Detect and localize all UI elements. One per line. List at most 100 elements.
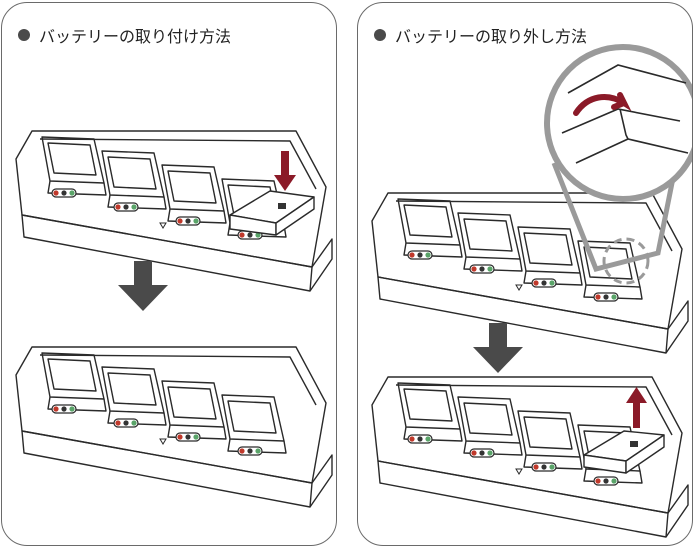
led-red — [595, 478, 601, 484]
led-red — [239, 232, 245, 238]
led-red — [471, 266, 477, 272]
slot-inner — [583, 246, 633, 280]
charger-front — [377, 276, 669, 354]
led-center — [417, 436, 423, 442]
marker-triangle — [515, 284, 523, 291]
charger-bottom — [371, 376, 689, 538]
led-center — [247, 448, 253, 454]
battery-label — [278, 203, 286, 209]
down-flow-arrow-icon — [118, 261, 168, 311]
release-arrow-icon — [573, 92, 632, 116]
led-green — [611, 294, 617, 300]
remove-panel: バッテリーの取り外し方法 — [357, 2, 693, 546]
charger-side — [665, 300, 689, 354]
zoom-slot — [561, 108, 681, 134]
marker-triangle — [159, 438, 167, 445]
slot-inner — [47, 358, 97, 392]
down-flow-arrow-icon — [473, 323, 523, 373]
slot-lip — [403, 242, 463, 258]
led-red — [53, 190, 59, 196]
attach-panel: バッテリーの取り付け方法 — [1, 2, 337, 546]
led-red — [177, 218, 183, 224]
led-green — [131, 420, 137, 426]
charger-bottom — [15, 346, 333, 508]
charger-rim — [395, 384, 673, 436]
led-green — [549, 280, 555, 286]
led-green — [131, 204, 137, 210]
led-center — [123, 420, 129, 426]
slot-inner — [463, 402, 513, 436]
led-red — [115, 204, 121, 210]
led-center — [603, 478, 609, 484]
slot-inner — [167, 386, 217, 420]
led-green — [487, 450, 493, 456]
led-center — [479, 450, 485, 456]
led-center — [603, 294, 609, 300]
insert-arrow-icon — [274, 151, 296, 191]
led-red — [533, 464, 539, 470]
slot-inner — [227, 400, 277, 434]
magnifier-lens-cone — [551, 152, 681, 272]
zoom-latch — [619, 108, 629, 140]
attach-illustration — [15, 130, 333, 508]
battery-side — [275, 196, 315, 236]
lift-arrow-icon — [626, 387, 647, 428]
led-red — [239, 448, 245, 454]
led-red — [533, 280, 539, 286]
lifting-battery — [583, 430, 665, 474]
zoom-edge — [567, 64, 687, 94]
led-center — [541, 464, 547, 470]
attach-title: バッテリーの取り付け方法 — [18, 23, 231, 47]
led-center — [61, 406, 67, 412]
bullet-icon — [374, 29, 386, 41]
charger-top — [371, 192, 689, 354]
led-red — [471, 450, 477, 456]
slot-inner — [167, 170, 217, 204]
led-green — [193, 218, 199, 224]
led-red — [409, 252, 415, 258]
magnifier-icon — [544, 44, 692, 285]
led-green — [69, 190, 75, 196]
led-green — [255, 448, 261, 454]
led-center — [185, 218, 191, 224]
remove-title: バッテリーの取り外し方法 — [374, 23, 587, 47]
led-red — [595, 294, 601, 300]
led-green — [549, 464, 555, 470]
marker-triangle — [515, 468, 523, 475]
led-red — [53, 406, 59, 412]
bullet-icon — [18, 29, 30, 41]
attach-title-text: バッテリーの取り付け方法 — [39, 27, 232, 46]
led-red — [177, 434, 183, 440]
magnifier-lens — [544, 44, 692, 202]
led-green — [487, 266, 493, 272]
charger-rim — [39, 138, 317, 190]
slot-inner — [107, 372, 157, 406]
slot-inner — [47, 142, 97, 176]
led-green — [425, 436, 431, 442]
slot-lip — [47, 180, 107, 196]
remove-title-text: バッテリーの取り外し方法 — [395, 27, 588, 46]
led-green — [611, 478, 617, 484]
marker-triangle — [159, 222, 167, 229]
slot-inner — [463, 218, 513, 252]
led-red — [409, 436, 415, 442]
magnifier-target — [602, 237, 650, 285]
battery-label — [630, 441, 638, 447]
charger-side — [665, 484, 689, 538]
led-center — [417, 252, 423, 258]
led-green — [425, 252, 431, 258]
led-center — [247, 232, 253, 238]
led-center — [61, 190, 67, 196]
slot-inner — [107, 156, 157, 190]
led-red — [115, 420, 121, 426]
charger-front — [21, 430, 313, 508]
inserting-battery — [229, 190, 315, 236]
led-center — [541, 280, 547, 286]
led-green — [193, 434, 199, 440]
charger-rim — [39, 354, 317, 406]
led-center — [185, 434, 191, 440]
charger-body — [15, 346, 327, 484]
slot-inner — [523, 232, 573, 266]
remove-illustration — [371, 44, 692, 538]
slot-lip — [403, 426, 463, 442]
